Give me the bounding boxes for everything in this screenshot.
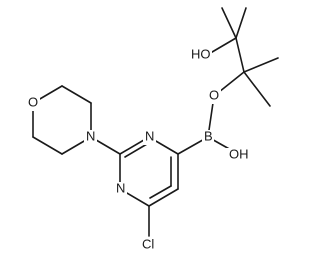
bond-c1-me1 <box>221 7 237 39</box>
bond-c2-me3 <box>243 57 279 73</box>
atom-label-ho: HO <box>191 46 211 61</box>
bond-c2-n3-double <box>124 143 148 158</box>
bond-c1-me2 <box>235 7 247 39</box>
bond-cc-cd <box>32 136 63 155</box>
atom-label-n-ring-top: N <box>145 128 154 143</box>
atom-label-o-morpholine: O <box>28 94 38 109</box>
atom-label-n-morpholine: N <box>86 128 95 143</box>
bond-layer <box>32 7 279 237</box>
bond-ca-cb <box>61 85 92 104</box>
atom-label-o-boronate: O <box>209 87 219 102</box>
bond-c6-c5-double <box>149 185 172 199</box>
chemical-structure-diagram: HO O B OH N N N O Cl <box>26 7 279 253</box>
atom-label-n-ring-bottom: N <box>116 180 125 195</box>
bond-c2-me4 <box>243 71 271 107</box>
atom-label-b: B <box>204 128 213 143</box>
bond-c1-c2 <box>235 37 245 73</box>
atom-label-oh: OH <box>229 146 249 161</box>
bond-c6-c5 <box>148 188 179 207</box>
atom-label-layer: HO O B OH N N N O Cl <box>26 46 249 253</box>
atom-label-cl: Cl <box>142 236 154 251</box>
